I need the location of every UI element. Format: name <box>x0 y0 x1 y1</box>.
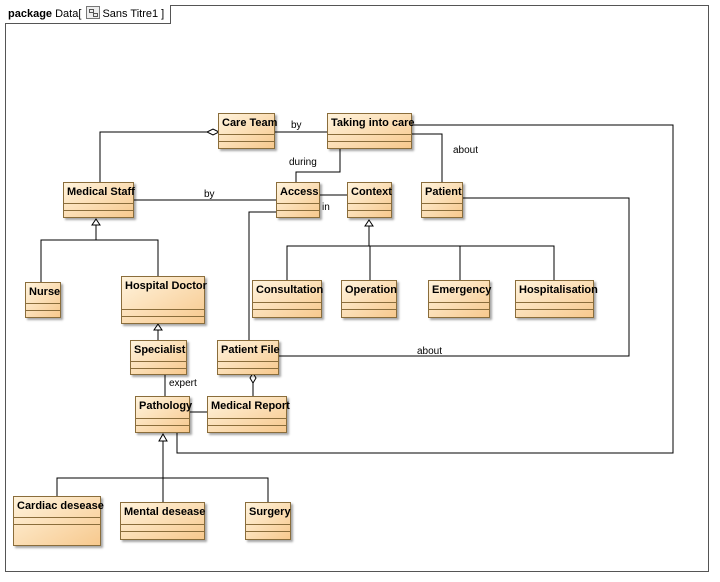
class-name: Mental desease <box>124 506 206 518</box>
class-patient-file[interactable]: Patient File <box>217 340 280 375</box>
class-specialist[interactable]: Specialist <box>130 340 187 375</box>
association-access-patientfile <box>248 211 276 340</box>
class-name: Taking into care <box>331 117 415 129</box>
class-name: Surgery <box>249 506 291 518</box>
diagram-icon <box>86 6 101 19</box>
class-name: Patient File <box>221 344 280 356</box>
generalization-arrow-context <box>364 219 374 227</box>
class-name: Hospital Doctor <box>125 280 207 292</box>
class-name: Emergency <box>432 284 492 296</box>
class-hospitalisation[interactable]: Hospitalisation <box>515 280 598 318</box>
association-taking-patient <box>412 133 443 182</box>
class-hospital-doctor[interactable]: Hospital Doctor <box>121 276 207 324</box>
diagram-name: Sans Titre1 <box>102 8 159 20</box>
label-by-careteam: by <box>291 120 302 131</box>
class-name: Context <box>351 186 392 198</box>
association-staff-careteam <box>99 131 208 182</box>
class-name: Cardiac desease <box>17 500 104 512</box>
class-care-team[interactable]: Care Team <box>218 113 278 149</box>
composition-diamond <box>249 372 257 384</box>
class-nurse[interactable]: Nurse <box>25 282 61 318</box>
package-tab: package Data[ Sans Titre1 ] <box>5 5 172 24</box>
class-taking-into-care[interactable]: Taking into care <box>327 113 415 149</box>
class-name: Hospitalisation <box>519 284 598 296</box>
class-operation[interactable]: Operation <box>341 280 397 318</box>
label-about-patient: about <box>453 145 479 156</box>
class-name: Medical Staff <box>67 186 135 198</box>
class-consultation[interactable]: Consultation <box>252 280 324 318</box>
label-in: in <box>322 202 330 213</box>
class-name: Medical Report <box>211 400 290 412</box>
generalization-context <box>286 245 555 280</box>
class-access[interactable]: Access <box>276 182 320 218</box>
association-taking-pathology <box>176 124 674 454</box>
generalization-arrow-pathology <box>158 432 168 442</box>
class-name: Consultation <box>256 284 324 296</box>
class-name: Nurse <box>29 286 61 298</box>
association-taking-access <box>295 148 341 182</box>
class-name: Pathology <box>139 400 193 412</box>
generalization-staff <box>40 239 159 282</box>
label-by-access: by <box>204 189 215 200</box>
association-patient-patientfile <box>279 197 630 357</box>
aggregation-diamond-careteam <box>205 128 221 136</box>
class-mental-desease[interactable]: Mental desease <box>120 502 205 540</box>
package-keyword: package <box>8 8 53 20</box>
class-cardiac-desease[interactable]: Cardiac desease <box>13 496 104 546</box>
class-medical-report[interactable]: Medical Report <box>207 396 290 433</box>
class-name: Specialist <box>134 344 186 356</box>
package-name: Data <box>55 8 79 20</box>
class-patient[interactable]: Patient <box>421 182 463 218</box>
generalization-arrow-staff <box>91 218 101 226</box>
label-about-patientfile: about <box>417 346 443 357</box>
class-name: Access <box>280 186 319 198</box>
generalization-arrow-doctor <box>153 323 163 331</box>
class-emergency[interactable]: Emergency <box>428 280 492 318</box>
class-context[interactable]: Context <box>347 182 392 218</box>
class-surgery[interactable]: Surgery <box>245 502 291 540</box>
class-pathology[interactable]: Pathology <box>135 396 193 433</box>
label-expert: expert <box>169 378 197 389</box>
class-medical-staff[interactable]: Medical Staff <box>63 182 135 218</box>
label-during: during <box>289 157 317 168</box>
class-name: Operation <box>345 284 397 296</box>
class-name: Patient <box>425 186 462 198</box>
class-name: Care Team <box>222 117 278 129</box>
